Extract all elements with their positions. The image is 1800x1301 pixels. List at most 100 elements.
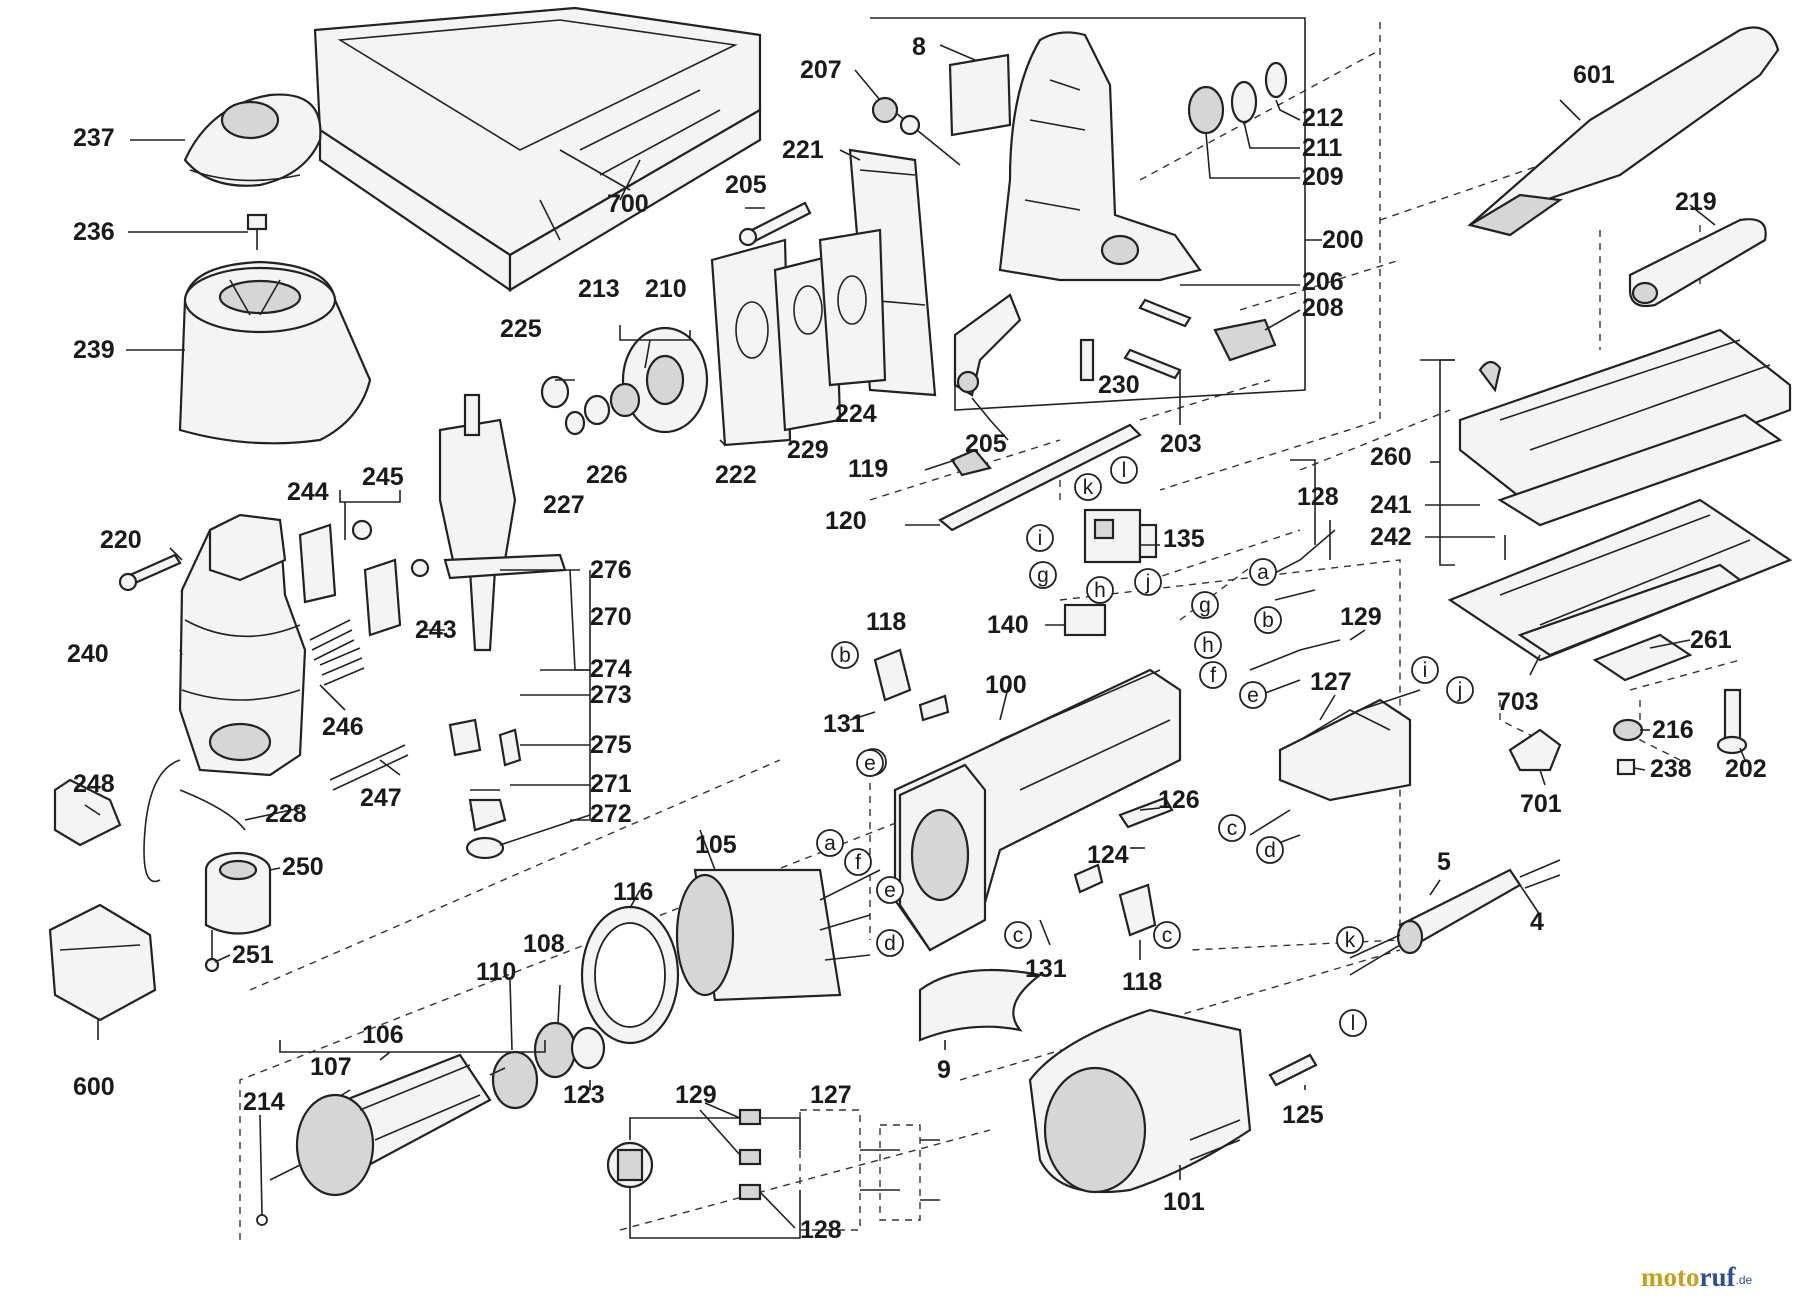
housing-239 [178, 260, 372, 445]
part-number: 700 [607, 190, 649, 218]
part-number: 237 [73, 124, 115, 152]
armature-107 [269, 1053, 506, 1197]
part-number: 131 [1025, 955, 1067, 983]
wire-letter-markers: k l i g h j g h f e i j a b c d b a e c … [816, 456, 1474, 1037]
part-number: 131 [823, 710, 865, 738]
part-number: 701 [1520, 790, 1562, 818]
part-number: 245 [362, 463, 404, 491]
part-number: 220 [100, 526, 142, 554]
wire-letter: l [1339, 1009, 1367, 1037]
wire-letter: h [1194, 631, 1222, 659]
part-number: 600 [73, 1073, 115, 1101]
part-number: 240 [67, 640, 109, 668]
insulation-9 [918, 968, 1043, 1042]
wire-letter: e [856, 749, 884, 777]
svg-text:h: h [1202, 634, 1214, 657]
part-number: 125 [1282, 1101, 1324, 1129]
part-number: 243 [415, 616, 457, 644]
housing-240 [178, 513, 307, 777]
part-number: 242 [1370, 523, 1412, 551]
plates-222-229-224 [710, 228, 887, 447]
part-number: 207 [800, 56, 842, 84]
part-number: 241 [1370, 491, 1412, 519]
part-number: 261 [1690, 626, 1732, 654]
part-number: 202 [1725, 755, 1767, 783]
part-number: 205 [725, 171, 767, 199]
part-number: 274 [590, 655, 632, 683]
part-number: 128 [800, 1216, 842, 1244]
part-number: 135 [1163, 525, 1205, 553]
part-number: 5 [1437, 848, 1451, 876]
part-number: 222 [715, 461, 757, 489]
svg-text:l: l [1351, 1012, 1356, 1035]
springs-246-247 [309, 619, 409, 791]
part-number: 118 [866, 608, 906, 636]
part-number: 248 [73, 770, 115, 798]
svg-text:h: h [1094, 579, 1106, 602]
screw-251 [204, 930, 220, 973]
svg-text:d: d [1264, 839, 1276, 862]
part-number: 236 [73, 218, 115, 246]
svg-text:g: g [1199, 594, 1211, 617]
svg-text:l: l [1122, 459, 1127, 482]
part-number: 110 [476, 958, 516, 986]
svg-text:d: d [884, 932, 896, 955]
part-number: 9 [937, 1056, 951, 1084]
part-number: 276 [590, 556, 632, 584]
plate-261 [1592, 633, 1693, 682]
bushing-225 [540, 375, 586, 436]
plates-244-243-245 [298, 519, 430, 637]
part-number: 247 [360, 784, 402, 812]
wire-letter: f [1199, 661, 1227, 689]
part-140 [1063, 603, 1107, 637]
part-number: 200 [1322, 226, 1364, 254]
part-number: 129 [675, 1081, 717, 1109]
svg-text:a: a [824, 832, 836, 855]
part-number: 100 [985, 671, 1027, 699]
part-number: 214 [243, 1088, 285, 1116]
wire-letter: c [1218, 814, 1246, 842]
part-number: 123 [563, 1081, 605, 1109]
cap-237 [183, 93, 322, 187]
part-number: 221 [782, 136, 824, 164]
part-number: 246 [322, 713, 364, 741]
wires-128-129 [1249, 529, 1421, 851]
sleeve-250 [204, 851, 272, 935]
part-number: 124 [1087, 841, 1129, 869]
wire-letter: k [1336, 926, 1364, 954]
part-number: 227 [543, 491, 585, 519]
wire-letter: j [1134, 568, 1162, 596]
svg-text:f: f [855, 851, 861, 874]
svg-text:e: e [1247, 684, 1259, 707]
part-number: 210 [645, 275, 687, 303]
part-number: 107 [310, 1053, 352, 1081]
part-number: 120 [825, 507, 867, 535]
screws-216-238-202 [1612, 688, 1748, 776]
part-number: 270 [590, 603, 632, 631]
ring-116 [580, 905, 680, 1045]
screw-220 [118, 553, 182, 592]
wire-letter: e [1239, 681, 1267, 709]
cover-8 [948, 53, 1012, 137]
svg-text:c: c [1227, 817, 1238, 840]
part-number: 105 [695, 831, 737, 859]
wire-letter: i [1026, 524, 1054, 552]
part-number: 219 [1675, 188, 1717, 216]
part-number: 273 [590, 681, 632, 709]
plunger-270 [438, 393, 567, 652]
cable-5-4 [1349, 859, 1561, 976]
motoruf-watermark: motoruf.de [1641, 1262, 1752, 1292]
part-number: 205 [965, 430, 1007, 458]
wire-letter: b [1254, 606, 1282, 634]
wire-letter: e [876, 876, 904, 904]
part-number: 140 [987, 611, 1029, 639]
clip-248 [53, 778, 122, 847]
screw-125 [1268, 1053, 1318, 1087]
wire-letter: g [1029, 561, 1057, 589]
leader-lines [84, 17, 1746, 1229]
part-number: 101 [1163, 1188, 1205, 1216]
gear-210 [583, 326, 709, 434]
part-207 [871, 96, 961, 166]
svg-text:i: i [1423, 659, 1428, 682]
